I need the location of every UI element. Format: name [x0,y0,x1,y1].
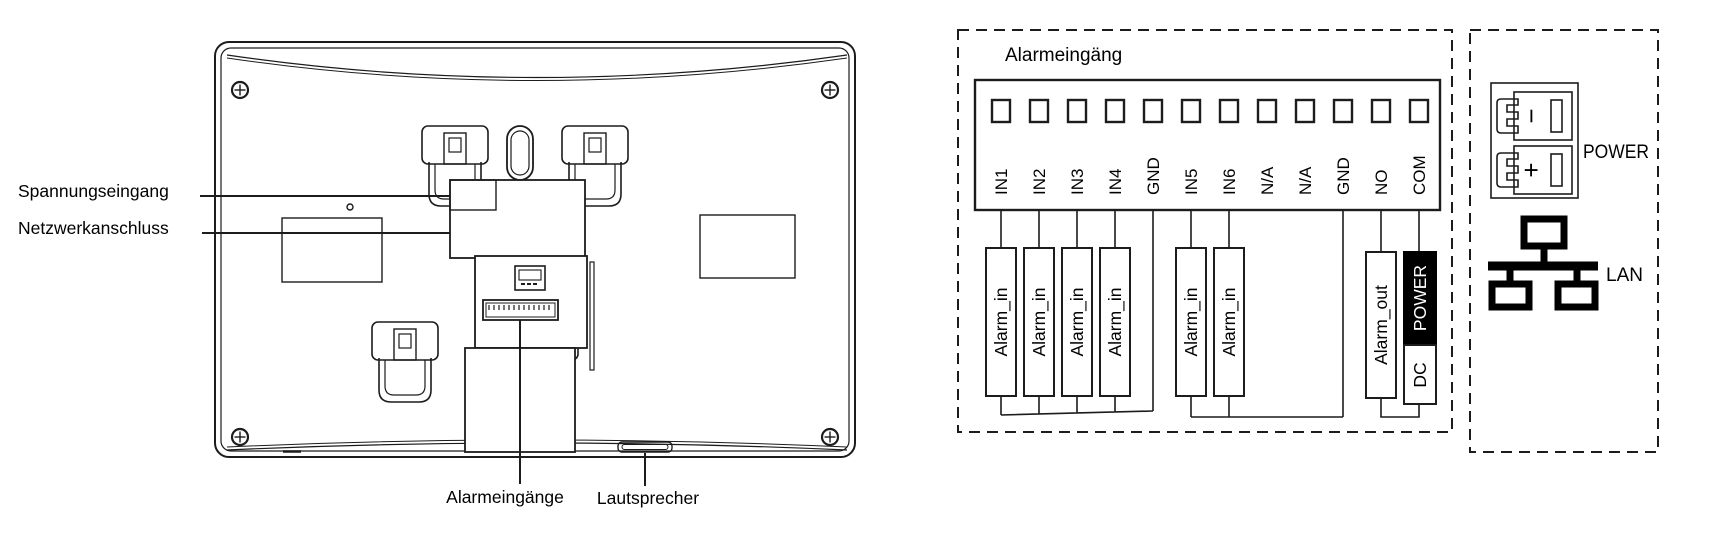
power-label: POWER [1583,142,1649,163]
speaker-slot-inner [621,444,669,450]
device-outline [214,41,856,458]
power-slot [1550,99,1563,133]
terminal-square [1332,98,1354,124]
alarm-pin-header-inner [485,302,556,318]
speaker-slot [617,441,673,453]
device-rear-view [214,41,856,458]
terminal-block [973,78,1442,212]
alarm-in-label: Alarm_in [1105,287,1126,356]
terminal-label: IN6 [1220,169,1239,195]
callout-speaker-label: Lautsprecher [597,488,699,508]
terminal-label: N/A [1258,166,1277,195]
terminal-square [1218,98,1240,124]
terminal-label: GND [1334,157,1353,195]
alarm-in-label: Alarm_in [1067,287,1088,356]
top-bezel-curve-2 [226,57,848,81]
alarm-out-box [1365,251,1397,399]
alarm-section-border [957,29,1453,433]
top-bezel-curve [226,54,848,79]
pinhole [346,203,354,211]
gnd-bus-2 [1190,396,1343,418]
keyhole-slot-inner [510,130,530,176]
mounting-hook-icon [371,321,439,403]
terminal-label: IN1 [992,169,1011,195]
power-slot [1550,153,1563,187]
wire-clamp-icon [1496,98,1519,134]
alarm-out-label: Alarm_out [1371,285,1392,365]
alarm-in-box [1099,247,1131,397]
terminal-label: IN2 [1030,169,1049,195]
lan-label: LAN [1606,265,1643,286]
dc-power-bottom-label: DC [1410,362,1430,387]
terminal-label: IN4 [1106,169,1125,195]
terminal-square [1142,98,1164,124]
alarm-wiring-section: Alarmeingäng IN1 IN2 IN3 IN4 GND IN5 IN6… [957,29,1453,433]
dc-power-box-bottom [1403,344,1437,405]
screw-icon [820,80,840,100]
lan-icon [1488,215,1599,311]
alarm-in-box [1213,247,1245,397]
dc-power-top-label: POWER [1410,265,1430,331]
left-label-recess [281,217,383,283]
interface-section: − + POWER LAN [1469,29,1659,453]
terminal-label: COM [1410,155,1429,195]
alarm-in-box [1175,247,1207,397]
screw-icon [230,80,250,100]
usb-connector-slot [518,269,542,281]
terminal-square [1028,98,1050,124]
terminal-label: NO [1372,170,1391,196]
device-callouts: Spannungseingang Netzwerkanschluss Alarm… [18,181,699,508]
alarm-in-box [1061,247,1093,397]
alarm-in-label: Alarm_in [1181,287,1202,356]
plus-symbol: + [1516,162,1546,177]
power-connector-icon: − + [1490,82,1579,199]
terminal-square [1256,98,1278,124]
terminal-square [1408,98,1430,124]
terminal-squares [990,98,1430,124]
wire-clamp-icon [1496,152,1519,188]
alarm-section-title: Alarmeingäng [1005,45,1122,66]
terminal-square [1294,98,1316,124]
terminal-label: N/A [1296,166,1315,195]
minus-symbol: − [1516,108,1546,123]
terminal-square [1370,98,1392,124]
callout-alarm-inputs-label: Alarmeingänge [446,487,564,507]
callout-network-label: Netzwerkanschluss [18,218,169,238]
alarm-in-box [985,247,1017,397]
terminal-square [1066,98,1088,124]
alarm-pin-header-pins [488,305,550,310]
terminal-label: GND [1144,157,1163,195]
alarm-in-label: Alarm_in [1219,287,1240,356]
screw-icon [230,427,250,447]
callout-power-input-label: Spannungseingang [18,181,169,201]
terminal-square [1104,98,1126,124]
alarm-in-label: Alarm_in [991,287,1012,356]
alarm-in-box [1023,247,1055,397]
right-label-recess [699,214,796,279]
terminal-square [1180,98,1202,124]
interface-section-border [1469,29,1659,453]
wires [1000,210,1420,418]
retainer-rod [589,261,595,371]
terminal-square [990,98,1012,124]
alarm-out-power-link [1380,398,1420,418]
screw-icon [820,427,840,447]
terminal-label: IN5 [1182,169,1201,195]
alarm-in-label: Alarm_in [1029,287,1050,356]
mount-plate-upper-block [449,179,586,259]
gnd-bus-1 [1000,396,1154,416]
terminal-label: IN3 [1068,169,1087,195]
